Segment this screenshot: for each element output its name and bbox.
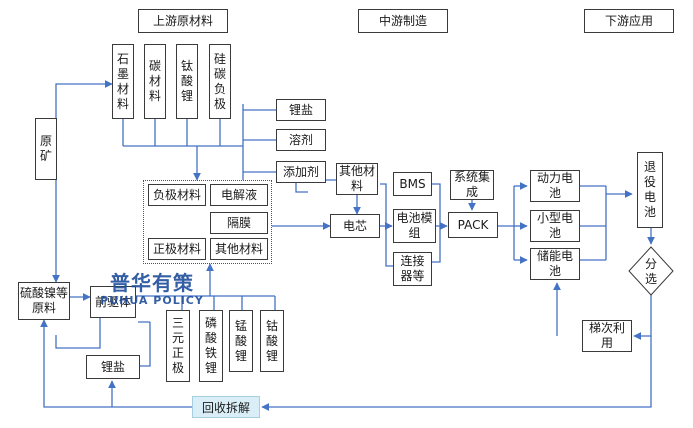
- storage-battery-box: 储能电池: [530, 248, 580, 280]
- cell-box: 电芯: [330, 214, 380, 238]
- other-core-material-box: 其他材料: [210, 238, 268, 260]
- ternary-cathode-box: 三元正极: [166, 310, 190, 382]
- header-midstream: 中游制造: [358, 9, 448, 33]
- retired-battery-box: 退役电池: [637, 152, 663, 228]
- graphite-label: 石墨材料: [116, 51, 129, 111]
- nickel-sulfate-box: 硫酸镍等原料: [18, 282, 70, 320]
- ore-to-graphite-line: [55, 80, 113, 118]
- precursor-box: 前驱体: [90, 286, 136, 318]
- lithium-salt-bottom-box: 锂盐: [86, 355, 140, 379]
- pack-bus: [498, 186, 515, 260]
- cathode-raw-bus: [136, 295, 276, 310]
- anode-raw-bus: [122, 119, 243, 147]
- lithium-titanate-box: 钛酸锂: [176, 44, 198, 119]
- recycle-to-nickel-line: [40, 319, 192, 408]
- carbon-label: 碳材料: [148, 59, 161, 103]
- lithium-to-cathode-bus: [138, 321, 151, 367]
- bms-bus: [380, 183, 393, 267]
- lco-label: 钴酸锂: [265, 318, 278, 363]
- separator-box: 隔膜: [210, 212, 268, 234]
- recycling-box: 回收拆解: [192, 396, 260, 418]
- bms-box: BMS: [393, 172, 432, 196]
- other-materials-box: 其他材料: [336, 163, 378, 195]
- header-upstream: 上游原材料: [138, 9, 228, 33]
- silicon-carbon-label: 硅碳负极: [213, 51, 226, 111]
- sorting-to-recycle-line: [261, 336, 652, 411]
- lfp-box: 磷酸铁锂: [199, 310, 223, 382]
- anode-material-box: 负极材料: [148, 184, 206, 206]
- raw-ore-box: 原矿: [35, 118, 57, 180]
- lithium-salt-top-box: 锂盐: [276, 99, 326, 121]
- system-integration-box: 系统集成: [450, 170, 494, 200]
- cascade-use-box: 梯次利用: [582, 320, 632, 352]
- additive-box: 添加剂: [276, 161, 326, 183]
- silicon-carbon-box: 硅碳负极: [209, 44, 231, 119]
- downstream-to-retired-line: [580, 185, 632, 261]
- power-battery-box: 动力电池: [530, 170, 580, 202]
- graphite-box: 石墨材料: [112, 44, 134, 119]
- carbon-box: 碳材料: [144, 44, 166, 119]
- small-battery-box: 小型电池: [530, 210, 580, 242]
- battery-module-box: 电池模组: [393, 209, 436, 243]
- pack-box: PACK: [448, 212, 498, 238]
- lco-box: 钴酸锂: [260, 310, 284, 372]
- sorting-label: 分选: [644, 257, 657, 286]
- solvent-box: 溶剂: [276, 129, 326, 151]
- retired-battery-label: 退役电池: [643, 160, 656, 219]
- connectors-box: 连接器等: [393, 252, 432, 286]
- electrolyte-box: 电解液: [210, 184, 268, 206]
- lmo-box: 锰酸锂: [229, 310, 253, 372]
- header-downstream: 下游应用: [584, 9, 674, 33]
- lmo-label: 锰酸锂: [234, 318, 247, 363]
- ternary-cathode-label: 三元正极: [171, 316, 184, 375]
- electrolyte-raw-bus: [242, 104, 276, 180]
- sorting-to-cascade-line: [633, 294, 652, 340]
- lfp-label: 磷酸铁锂: [204, 316, 217, 375]
- cathode-material-box: 正极材料: [148, 238, 206, 260]
- lithium-titanate-label: 钛酸锂: [180, 59, 193, 103]
- raw-ore-label: 原矿: [39, 134, 52, 163]
- core-materials-group: [143, 180, 272, 264]
- nickel-loop: [55, 318, 101, 349]
- sorting-diamond: [628, 246, 674, 296]
